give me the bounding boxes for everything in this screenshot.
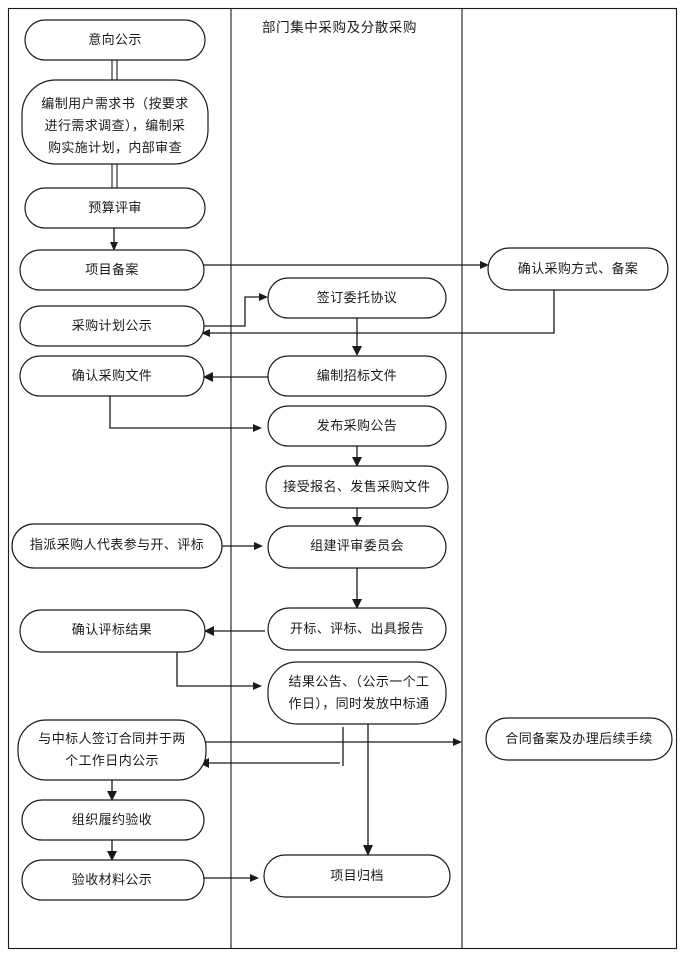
node-budget-review[interactable]: 预算评审 bbox=[24, 187, 206, 229]
lane-title-middle: 部门集中采购及分散采购 bbox=[262, 20, 417, 35]
node-user-requirement-line-3: 购实施计划，内部审查 bbox=[48, 140, 182, 155]
node-project-filing-shape[interactable] bbox=[19, 249, 205, 291]
node-sign-contract-line-2: 个工作日内公示 bbox=[65, 753, 159, 768]
node-user-requirement-line-2: 进行需求调查），编制采 bbox=[45, 118, 186, 133]
node-user-requirement-line-1: 编制用户需求书（按要求 bbox=[41, 96, 188, 111]
node-contract-filing-shape[interactable] bbox=[485, 717, 673, 761]
node-accept-registration-shape[interactable] bbox=[265, 465, 449, 509]
connector-confirm-doc-to-publish-notice bbox=[109, 396, 262, 432]
node-prepare-bid-doc[interactable]: 编制招标文件 bbox=[267, 355, 447, 397]
lane-middle-nodes: 签订委托协议 编制招标文件 发布采购公告 接受报名、发售采购文件 组建评审委员会 bbox=[263, 277, 451, 898]
node-open-evaluate-shape[interactable] bbox=[267, 607, 447, 651]
node-plan-publicity-label: 采购计划公示 bbox=[72, 318, 152, 333]
connector-sign-contract-to-organize-acceptance bbox=[107, 780, 117, 801]
connector-requirement-to-budget bbox=[111, 164, 118, 188]
connector-layer bbox=[107, 60, 555, 882]
node-organize-acceptance[interactable]: 组织履约验收 bbox=[21, 799, 205, 841]
node-confirm-doc[interactable]: 确认采购文件 bbox=[19, 355, 205, 397]
node-confirm-method[interactable]: 确认采购方式、备案 bbox=[487, 247, 669, 291]
node-assign-rep-shape[interactable] bbox=[11, 523, 223, 569]
connector-form-committee-to-open-evaluate bbox=[352, 568, 362, 609]
node-user-requirement[interactable]: 编制用户需求书（按要求 进行需求调查），编制采 购实施计划，内部审查 bbox=[21, 79, 209, 165]
connector-publish-notice-to-accept-registration bbox=[352, 446, 362, 467]
connector-assign-rep-to-form-committee bbox=[220, 542, 263, 550]
connector-result-announce-to-sign-contract bbox=[199, 727, 344, 768]
node-entrust-agreement[interactable]: 签订委托协议 bbox=[267, 277, 447, 319]
node-project-archive[interactable]: 项目归档 bbox=[263, 854, 451, 898]
node-contract-filing[interactable]: 合同备案及办理后续手续 bbox=[485, 717, 673, 761]
connector-entrust-to-prepare-bid-doc bbox=[352, 318, 362, 356]
node-intent-notice-shape[interactable] bbox=[24, 19, 206, 61]
node-result-announce-shape[interactable] bbox=[267, 661, 447, 725]
connector-prepare-bid-doc-to-confirm-doc bbox=[203, 372, 268, 382]
connector-plan-publicity-to-entrust bbox=[200, 293, 268, 327]
node-budget-review-shape[interactable] bbox=[24, 187, 206, 229]
node-open-evaluate[interactable]: 开标、评标、出具报告 bbox=[267, 607, 447, 651]
node-result-announce-line-2: 作日），同时发放中标通 bbox=[289, 696, 430, 711]
node-assign-rep-label: 指派采购人代表参与开、评标 bbox=[30, 537, 204, 552]
node-organize-acceptance-shape[interactable] bbox=[21, 799, 205, 841]
connector-intent-to-requirement bbox=[111, 60, 118, 80]
connector-sign-contract-to-contract-filing bbox=[200, 738, 462, 746]
node-confirm-doc-label: 确认采购文件 bbox=[72, 368, 152, 383]
node-confirm-method-shape[interactable] bbox=[487, 247, 669, 291]
lane-left-nodes: 意向公示 编制用户需求书（按要求 进行需求调查），编制采 购实施计划，内部审查 … bbox=[11, 19, 223, 901]
node-assign-rep[interactable]: 指派采购人代表参与开、评标 bbox=[11, 523, 223, 569]
connector-result-announce-to-project-archive bbox=[363, 724, 373, 856]
node-contract-filing-label: 合同备案及办理后续手续 bbox=[505, 731, 652, 746]
node-plan-publicity[interactable]: 采购计划公示 bbox=[19, 305, 205, 347]
node-acceptance-publicity-shape[interactable] bbox=[21, 859, 205, 901]
node-project-archive-shape[interactable] bbox=[263, 854, 451, 898]
node-prepare-bid-doc-shape[interactable] bbox=[267, 355, 447, 397]
connector-acceptance-publicity-to-project-archive bbox=[204, 874, 259, 882]
node-acceptance-publicity[interactable]: 验收材料公示 bbox=[21, 859, 205, 901]
connector-accept-registration-to-form-committee bbox=[352, 508, 362, 527]
node-confirm-result-label: 确认评标结果 bbox=[72, 622, 152, 637]
node-accept-registration-label: 接受报名、发售采购文件 bbox=[283, 479, 430, 494]
node-sign-contract[interactable]: 与中标人签订合同并于两 个工作日内公示 bbox=[17, 719, 207, 781]
node-confirm-result[interactable]: 确认评标结果 bbox=[19, 609, 206, 653]
node-budget-review-label: 预算评审 bbox=[88, 200, 142, 215]
node-publish-notice-shape[interactable] bbox=[267, 405, 447, 447]
node-prepare-bid-doc-label: 编制招标文件 bbox=[317, 368, 397, 383]
node-form-committee-label: 组建评审委员会 bbox=[310, 538, 404, 553]
node-confirm-method-label: 确认采购方式、备案 bbox=[518, 261, 639, 276]
node-result-announce-line-1: 结果公告、（公示一个工 bbox=[289, 674, 430, 689]
outer-frame bbox=[7, 7, 678, 950]
node-publish-notice-label: 发布采购公告 bbox=[317, 418, 397, 433]
connector-confirm-method-to-plan-publicity bbox=[201, 290, 555, 337]
node-open-evaluate-label: 开标、评标、出具报告 bbox=[290, 621, 424, 636]
node-form-committee-shape[interactable] bbox=[267, 525, 447, 569]
lane-frame bbox=[7, 7, 678, 950]
node-sign-contract-line-1: 与中标人签订合同并于两 bbox=[38, 731, 185, 746]
node-user-requirement-shape[interactable] bbox=[21, 79, 209, 165]
node-confirm-doc-shape[interactable] bbox=[19, 355, 205, 397]
node-sign-contract-shape[interactable] bbox=[17, 719, 207, 781]
connector-organize-acceptance-to-acceptance-publicity bbox=[107, 840, 117, 861]
node-accept-registration[interactable]: 接受报名、发售采购文件 bbox=[265, 465, 449, 509]
connector-open-evaluate-to-confirm-result bbox=[204, 626, 265, 636]
node-project-filing-label: 项目备案 bbox=[85, 262, 139, 277]
node-organize-acceptance-label: 组织履约验收 bbox=[72, 812, 152, 827]
node-intent-notice[interactable]: 意向公示 bbox=[24, 19, 206, 61]
node-entrust-agreement-label: 签订委托协议 bbox=[317, 290, 397, 305]
connector-filing-to-confirm-method bbox=[200, 261, 489, 269]
connector-budget-to-filing bbox=[110, 228, 118, 251]
node-entrust-agreement-shape[interactable] bbox=[267, 277, 447, 319]
node-acceptance-publicity-label: 验收材料公示 bbox=[72, 872, 152, 887]
lane-right-nodes: 确认采购方式、备案 合同备案及办理后续手续 bbox=[485, 247, 673, 761]
node-plan-publicity-shape[interactable] bbox=[19, 305, 205, 347]
node-project-archive-label: 项目归档 bbox=[330, 868, 384, 883]
node-project-filing[interactable]: 项目备案 bbox=[19, 249, 205, 291]
node-result-announce[interactable]: 结果公告、（公示一个工 作日），同时发放中标通 bbox=[267, 661, 447, 725]
node-publish-notice[interactable]: 发布采购公告 bbox=[267, 405, 447, 447]
node-form-committee[interactable]: 组建评审委员会 bbox=[267, 525, 447, 569]
node-intent-notice-label: 意向公示 bbox=[88, 32, 142, 47]
node-confirm-result-shape[interactable] bbox=[19, 609, 206, 653]
connector-confirm-result-to-result-announce bbox=[176, 652, 262, 690]
